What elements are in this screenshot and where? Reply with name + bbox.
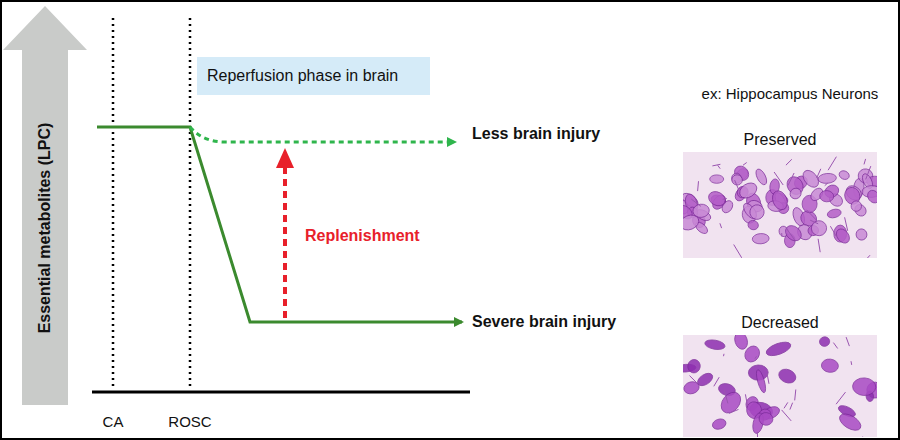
less-trend-line (190, 127, 455, 142)
axis-arrow (3, 6, 87, 405)
ca-marker-line (112, 18, 115, 390)
phase-label: Reperfusion phase in brain (207, 67, 398, 85)
replenishment-arrow (283, 166, 287, 318)
time-axis (92, 391, 470, 394)
phase-band: Reperfusion phase in brain (197, 57, 430, 95)
intervention-label: Replenishment (305, 227, 420, 245)
time-point-label: ROSC (168, 413, 211, 430)
severe-trend-line (97, 127, 462, 322)
image-heading: Decreased (741, 314, 818, 332)
example-label: ex: Hippocampus Neurons (702, 85, 879, 102)
neuron-micrograph (683, 335, 877, 437)
replenishment-arrowhead (276, 148, 294, 168)
image-heading: Preserved (744, 131, 817, 149)
histology-image: Decreased (683, 335, 877, 437)
neuron-micrograph (683, 152, 877, 258)
rosc-marker-line (189, 18, 192, 390)
histology-image: Preserved (683, 152, 877, 258)
outcome-label: Less brain injury (472, 125, 600, 143)
outcome-label: Severe brain injury (472, 313, 616, 331)
axis-label: Essential metabolites (LPC) (36, 123, 54, 334)
time-point-label: CA (103, 413, 124, 430)
